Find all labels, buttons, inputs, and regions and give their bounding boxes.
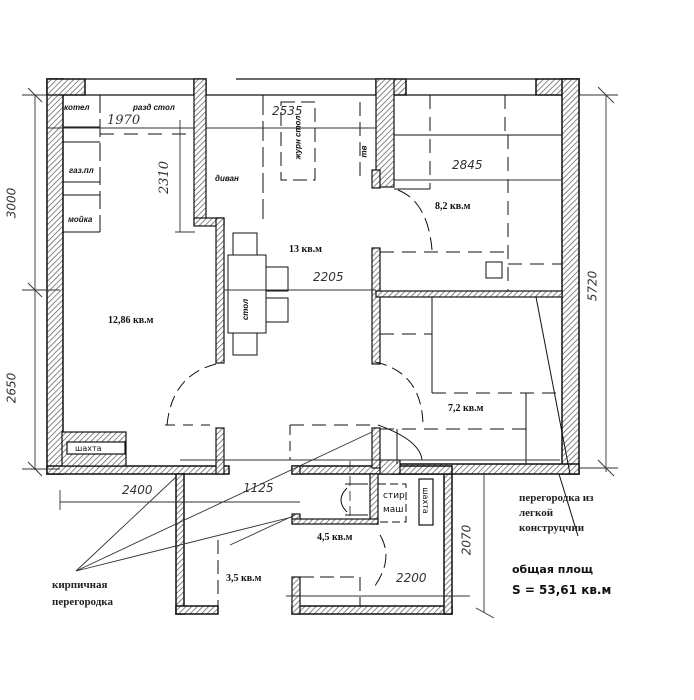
- label-sofa: диван: [215, 174, 239, 183]
- dim-3000: 3000: [4, 187, 19, 219]
- note-brick-line1: кирпичная: [52, 579, 108, 591]
- living-furniture: [227, 95, 361, 356]
- note-light-partition: перегородка из легкой конструцчии: [519, 491, 594, 536]
- exterior-walls: [46, 78, 580, 615]
- room-area-bedroom2: 7,2 кв.м: [448, 403, 484, 414]
- dim-2845: 2845: [452, 158, 483, 172]
- note-brick-partition: кирпичная перегородка: [52, 577, 113, 611]
- label-shaft-kitchen: шахта: [75, 444, 102, 453]
- room-area-bathroom: 4,5 кв.м: [317, 532, 353, 543]
- dim-2400: 2400: [122, 483, 153, 497]
- label-coffee-table: журн стол: [293, 115, 303, 160]
- dim-2535: 2535: [272, 104, 303, 118]
- interior-walls: [61, 78, 563, 615]
- note-light-line1: перегородка из: [519, 492, 594, 504]
- label-dining-table: стол: [241, 298, 251, 321]
- dim-2310: 2310: [157, 160, 173, 195]
- label-prep-table: разд стол: [133, 103, 175, 112]
- brick-partition-leaders: [75, 431, 373, 572]
- kitchen-counter: [63, 95, 190, 233]
- label-boiler: котел: [64, 103, 90, 112]
- room-area-hall: 3,5 кв.м: [226, 573, 262, 584]
- total-area-value: S = 53,61 кв.м: [512, 583, 612, 597]
- dim-2650: 2650: [4, 372, 19, 404]
- shaft-bath-box: [418, 478, 434, 526]
- label-tv: тв: [359, 145, 369, 158]
- label-washer-1: стир: [383, 491, 405, 501]
- note-light-line2: легкой: [519, 507, 554, 519]
- dim-5720: 5720: [585, 270, 600, 302]
- room-area-kitchen: 12,86 кв.м: [108, 315, 154, 326]
- dim-2205: 2205: [313, 270, 344, 284]
- bedroom-furniture: [289, 95, 579, 537]
- door-swings: [165, 189, 433, 606]
- shaft-kitchen-box: [66, 441, 126, 455]
- dim-2200: 2200: [396, 571, 427, 585]
- note-brick-line2: перегородка: [52, 596, 113, 608]
- total-area-label: общая площ: [512, 563, 594, 576]
- dimension-lines: [22, 86, 618, 619]
- label-sink: мойка: [68, 215, 93, 224]
- windows: [85, 78, 536, 96]
- label-washer-2: маш: [383, 505, 404, 515]
- note-light-line3: конструцчии: [519, 522, 585, 534]
- dim-2070: 2070: [459, 524, 474, 556]
- label-shaft-bath: шахта: [420, 487, 430, 514]
- dim-1125: 1125: [243, 481, 274, 495]
- room-area-living: 13 кв.м: [289, 244, 322, 255]
- room-area-bedroom1: 8,2 кв.м: [435, 201, 471, 212]
- dim-1970: 1970: [107, 113, 141, 128]
- label-gas-stove: газ.пл: [69, 166, 94, 175]
